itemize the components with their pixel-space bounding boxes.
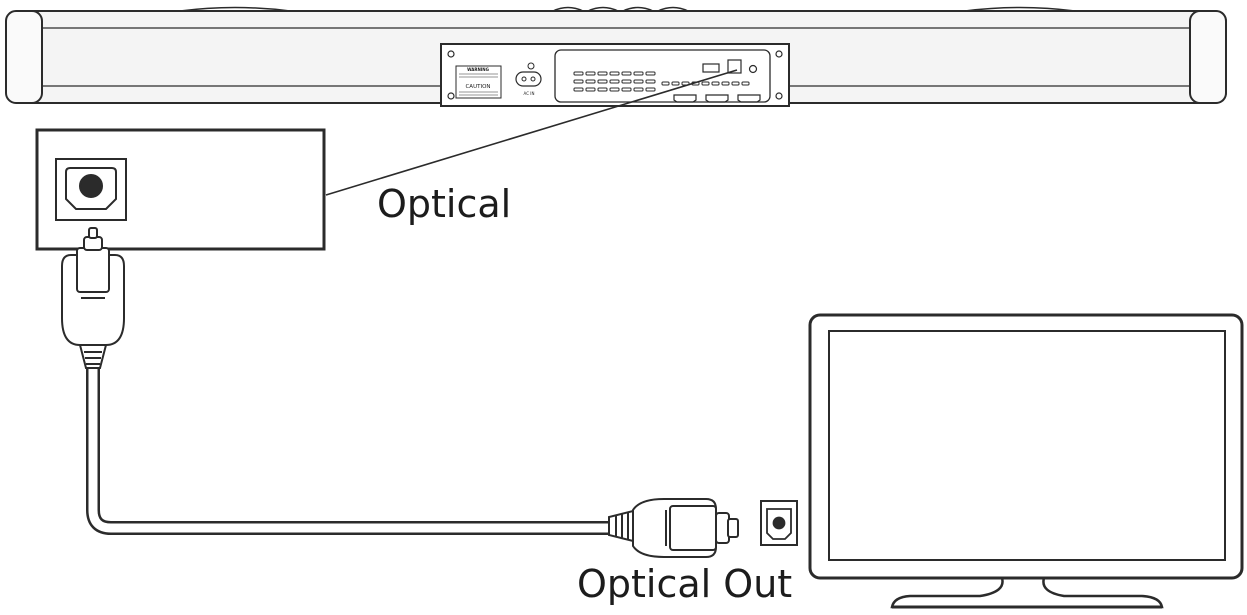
screw-icon [447,50,455,58]
vent-slot [597,79,608,84]
vent-slot [585,79,596,84]
vent-slot [597,71,608,76]
vent-slot [621,79,632,84]
caution-text: CAUTION [465,84,490,90]
soundbar-end-right [1189,10,1227,104]
screw-icon [447,92,455,100]
ac-in-icon [527,62,535,70]
optical-out-label: Optical Out [577,562,792,606]
vent-slot [597,87,608,92]
rear-usb-port [702,63,720,73]
vent-slot [633,71,644,76]
optical-port-callout [35,128,326,251]
toslink-plug-upper [61,227,125,369]
vent-slots [573,71,750,92]
tv-stand [890,577,1164,609]
vent-slot [585,71,596,76]
rear-optical-port [727,59,742,74]
vent-slot [721,81,730,86]
vent-slot [645,87,656,92]
vent-slot [671,81,680,86]
vent-slot [573,87,584,92]
warning-heading-text: WARNING [467,67,489,72]
hdmi-ports [673,94,761,103]
vent-slot [609,79,620,84]
television [808,313,1244,609]
screw-icon [775,50,783,58]
vent-slot [609,87,620,92]
ac-in-socket [515,71,542,87]
optical-port-icon [55,158,127,221]
soundbar-top-buttons [179,6,1076,12]
warning-label [455,65,502,99]
vent-slot [741,81,750,86]
toslink-plug-lower [608,498,739,558]
tv-optical-out-port-icon [760,500,798,546]
hdmi-port [705,94,729,103]
plug-head [669,505,717,551]
hdmi-port [737,94,761,103]
vent-slot [621,87,632,92]
vent-slot [585,87,596,92]
callout-leader-line [325,69,738,196]
screw-icon [775,92,783,100]
vent-slot [701,81,710,86]
vent-slot [661,81,670,86]
hdmi-port [673,94,697,103]
vent-slot [645,79,656,84]
optical-cable [61,227,739,558]
vent-slot [609,71,620,76]
vent-slot [711,81,720,86]
ac-in-text: AC IN [524,91,535,96]
vent-slot [573,79,584,84]
rear-aux-port [748,64,758,74]
plug-head [76,247,110,293]
vent-slot [645,71,656,76]
soundbar [5,6,1227,107]
cable-wire [86,358,619,535]
vent-slot [621,71,632,76]
vent-slot [633,79,644,84]
vent-slot [633,87,644,92]
tv-screen [828,330,1226,561]
tv-frame [808,313,1244,580]
optical-label: Optical [377,182,511,226]
soundbar-end-left [5,10,43,104]
vent-slot [731,81,740,86]
vent-slot [573,71,584,76]
